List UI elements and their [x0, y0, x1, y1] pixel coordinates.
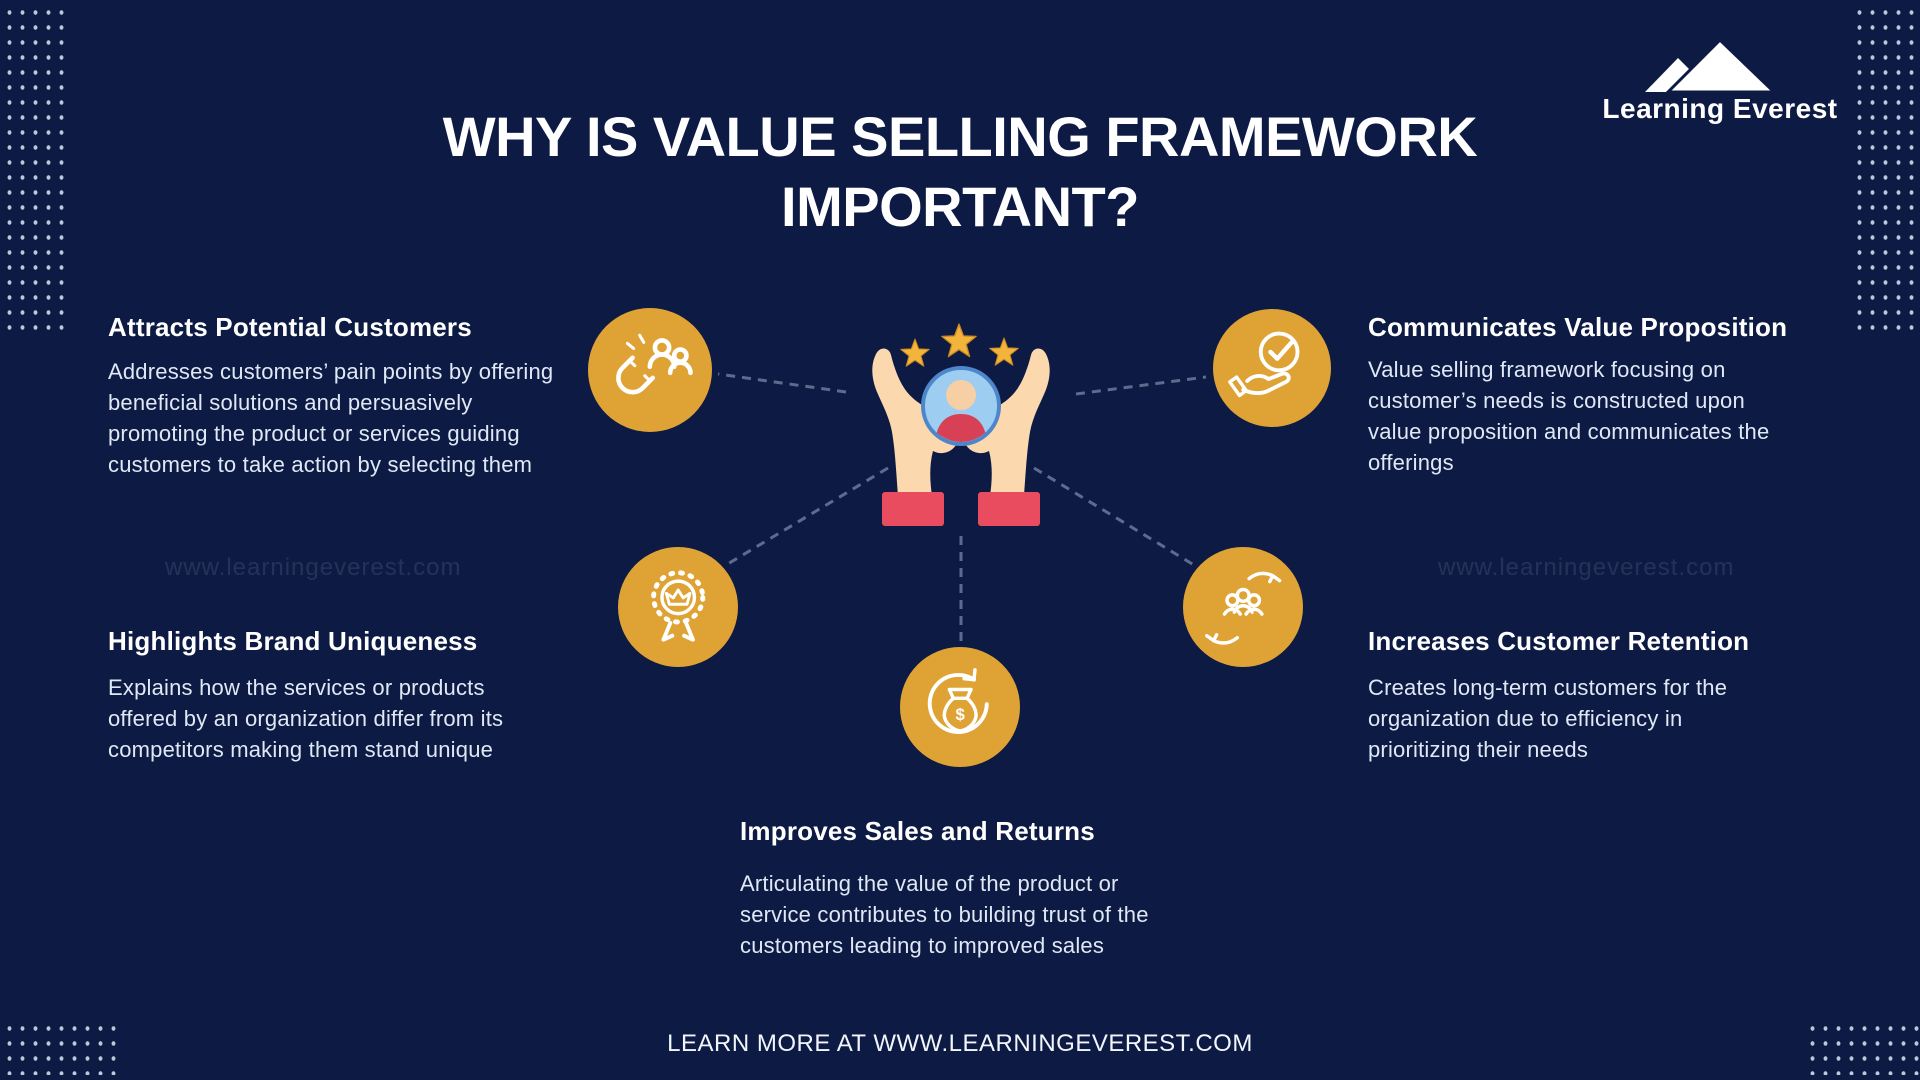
cupped-hands-icon	[872, 348, 1050, 526]
award-badge-crown-icon	[650, 570, 706, 642]
highlights-bubble	[618, 547, 738, 667]
page-title-line2: IMPORTANT?	[781, 175, 1139, 238]
section-title-attracts: Attracts Potential Customers	[108, 312, 472, 342]
logo-text: Learning Everest	[1602, 93, 1838, 124]
rating-stars-icon	[900, 323, 1019, 367]
money-bag-returns-icon: $	[927, 667, 989, 734]
connector-to-check	[1075, 375, 1207, 396]
page-title: WHY IS VALUE SELLING FRAMEWORK IMPORTANT…	[0, 102, 1920, 242]
connector-to-magnet	[717, 372, 847, 394]
section-title-communicates: Communicates Value Proposition	[1368, 312, 1788, 342]
right-cuff	[978, 492, 1040, 526]
retention-bubble	[1183, 547, 1303, 667]
section-title-highlights: Highlights Brand Uniqueness	[108, 626, 478, 656]
page-title-line1: WHY IS VALUE SELLING FRAMEWORK	[442, 105, 1478, 168]
section-body-communicates: Value selling framework focusing on cust…	[1368, 357, 1770, 475]
footer-learn-more: LEARN MORE AT WWW.LEARNINGEVEREST.COM	[667, 1030, 1253, 1057]
section-title-sales: Improves Sales and Returns	[740, 816, 1095, 846]
magnet-attracting-customers-icon	[616, 333, 693, 395]
section-body-sales: Articulating the value of the product or…	[740, 871, 1149, 958]
section-body-highlights: Explains how the services or products of…	[108, 675, 504, 762]
sales-bubble: $	[900, 647, 1020, 767]
dollar-sign: $	[955, 705, 965, 724]
hand-with-checkmark-icon	[1227, 331, 1300, 397]
left-cuff	[882, 492, 944, 526]
center-illustration	[840, 300, 1082, 540]
attracts-bubble	[588, 308, 712, 432]
communicates-bubble	[1213, 309, 1331, 427]
hands-holding-customers-icon	[1204, 571, 1282, 645]
section-body-retention: Creates long-term customers for the orga…	[1368, 675, 1728, 762]
dot-grid-bottom-left	[3, 1021, 120, 1075]
watermark-right: www.learningeverest.com	[1438, 554, 1735, 581]
customer-avatar-icon	[921, 366, 1001, 446]
hands-presenting-customer-with-stars	[872, 323, 1050, 526]
dot-grid-top-right	[1853, 5, 1915, 331]
dot-grid-top-left	[3, 5, 65, 331]
learning-everest-logo: Learning Everest	[1590, 36, 1850, 125]
watermark-left: www.learningeverest.com	[165, 554, 462, 581]
section-title-retention: Increases Customer Retention	[1368, 626, 1750, 656]
dot-grid-bottom-right	[1806, 1021, 1920, 1075]
section-body-attracts: Addresses customers’ pain points by offe…	[108, 359, 554, 477]
